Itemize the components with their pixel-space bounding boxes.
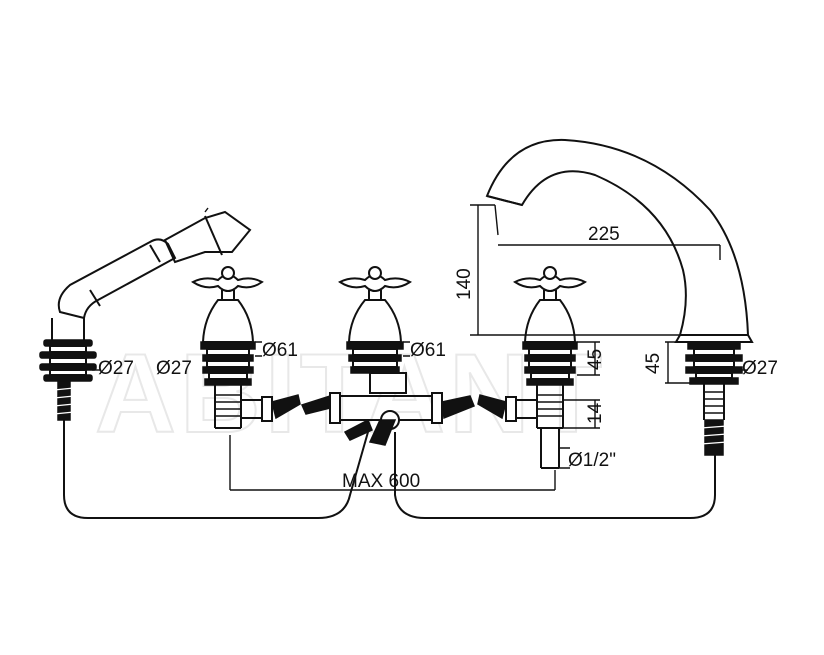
dim-d27-mid: Ø27 [156,358,192,379]
dim-h45-spout: 45 [643,353,664,374]
dim-d61-left: Ø61 [262,340,298,361]
dim-max600: MAX 600 [342,471,420,492]
dim-h14: 14 [585,402,606,424]
hand-shower [39,207,252,421]
dim-h45-center: 45 [585,349,606,370]
dim-thread-half-inch: Ø1/2" [568,450,616,471]
center-diverter-valve [300,266,475,446]
dim-line-225 [498,244,721,260]
dim-h140: 140 [454,268,475,300]
dim-d27-left: Ø27 [98,358,134,379]
spout [485,138,754,456]
dimension-line-max600 [229,435,556,491]
dim-w225: 225 [588,224,620,245]
right-valve [477,266,587,469]
dim-d61-mid: Ø61 [410,340,446,361]
hose-left [63,420,369,519]
dim-d27-right: Ø27 [742,358,778,379]
hose-right [394,432,716,519]
left-valve [191,266,301,429]
dim-line-140 [470,204,680,336]
